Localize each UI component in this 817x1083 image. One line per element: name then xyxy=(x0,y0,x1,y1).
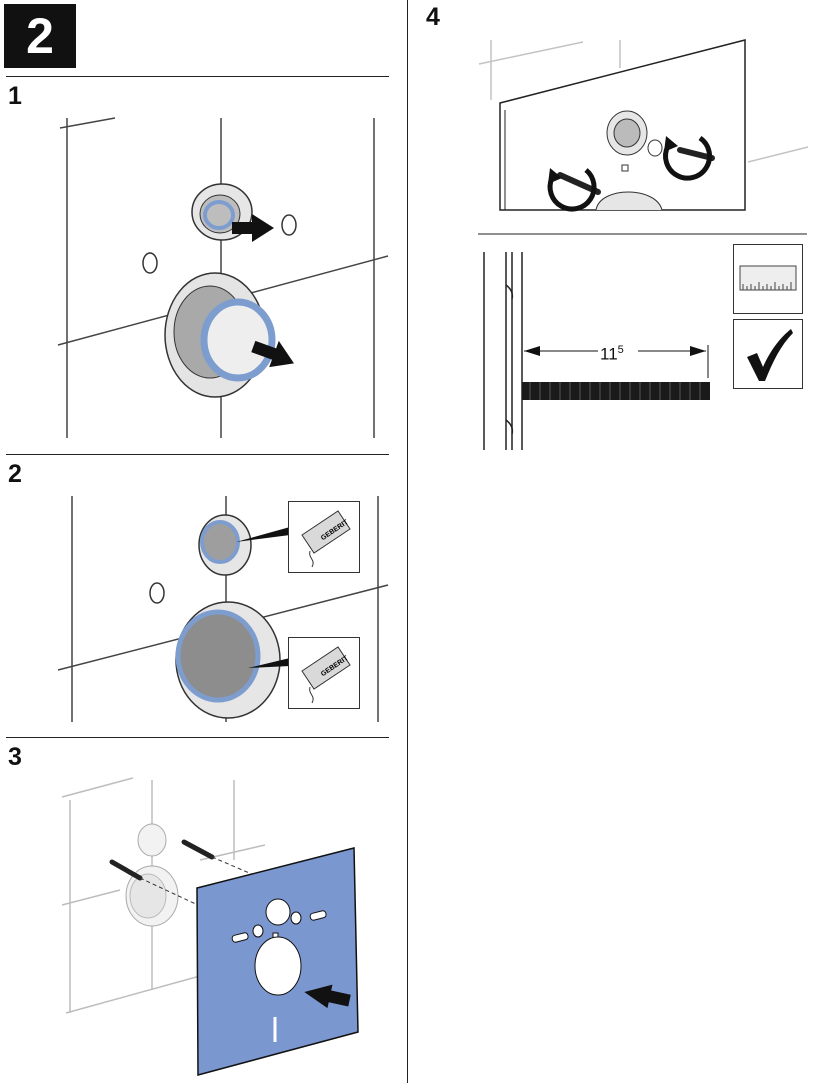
dimension-superscript: 5 xyxy=(617,344,624,356)
step-3-label: 3 xyxy=(8,743,22,771)
lubricant-packet-icon: GEBERIT xyxy=(288,501,360,573)
ruler-icon xyxy=(733,244,803,314)
lubricant-packet-icon: GEBERIT xyxy=(288,637,360,709)
dimension-label: 115 xyxy=(600,340,624,365)
step-2-label: 2 xyxy=(8,460,22,488)
page-number-badge: 2 xyxy=(4,4,76,68)
step-3-rule xyxy=(6,737,389,738)
step-1-label: 1 xyxy=(8,82,22,110)
step-1-rule xyxy=(6,76,389,77)
checkmark-icon xyxy=(733,319,803,389)
dimension-value: 11 xyxy=(600,344,618,364)
step-4-illustration xyxy=(478,39,809,450)
step-2-illustration xyxy=(57,496,389,722)
step-3-illustration xyxy=(61,777,359,1076)
column-divider xyxy=(407,0,408,1083)
step-4-label: 4 xyxy=(426,3,440,31)
step-1-illustration xyxy=(57,117,389,438)
step-2-rule xyxy=(6,454,389,455)
